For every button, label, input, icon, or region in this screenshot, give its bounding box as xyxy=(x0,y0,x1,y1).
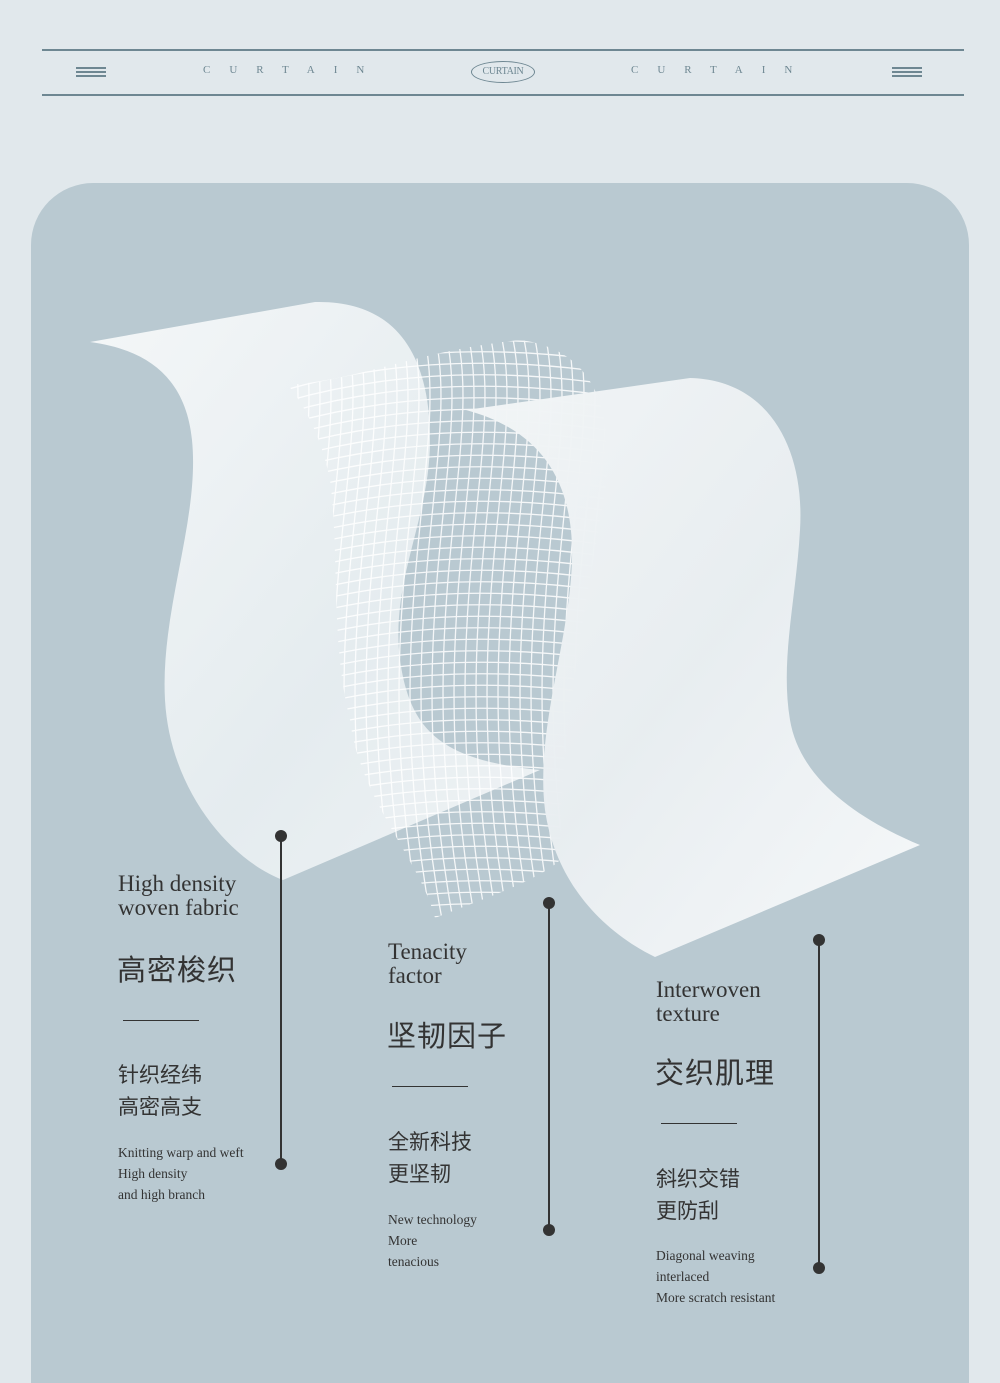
feature-1-divider xyxy=(123,1020,199,1021)
feature-1-zh-title: 高密梭织 xyxy=(117,953,238,987)
fabric-sheet-left xyxy=(90,301,540,881)
feature-2-zh-sub-line2: 更坚韧 xyxy=(388,1162,451,1186)
feature-1-en-desc: Knitting warp and weft High density and … xyxy=(118,1142,244,1205)
feature-1-zh-sub-line1: 针织经纬 xyxy=(118,1063,202,1087)
feature-2-zh-sub: 全新科技 更坚韧 xyxy=(388,1126,472,1190)
feature-2-divider xyxy=(392,1086,468,1087)
feature-2-en-desc-line2: More xyxy=(388,1233,418,1248)
feature-1-pointer-dot-bottom xyxy=(275,1158,287,1170)
header-top-rule xyxy=(42,49,964,51)
menu-lines-icon[interactable] xyxy=(892,67,922,78)
feature-2-en-title-line2: factor xyxy=(388,963,442,988)
feature-1-en-title: High density woven fabric xyxy=(118,872,239,920)
feature-3-en-title-line2: texture xyxy=(656,1001,720,1026)
feature-3-zh-sub: 斜织交错 更防刮 xyxy=(656,1163,740,1227)
feature-3-pointer-dot-bottom xyxy=(813,1262,825,1274)
menu-lines-icon[interactable] xyxy=(76,67,106,78)
fabric-sheet-right xyxy=(466,378,920,957)
feature-3-pointer-line xyxy=(818,940,820,1268)
feature-2-pointer-dot-top xyxy=(543,897,555,909)
header-badge: CURTAIN xyxy=(471,61,535,83)
feature-2-en-desc: New technology More tenacious xyxy=(388,1209,477,1272)
fabric-layers-illustration xyxy=(90,301,920,957)
feature-3-en-desc-line3: More scratch resistant xyxy=(656,1290,776,1305)
feature-1-pointer-dot-top xyxy=(275,830,287,842)
header-left-text: CURTAIN xyxy=(203,64,384,76)
feature-1-en-title-line2: woven fabric xyxy=(118,895,239,920)
feature-2-en-desc-line3: tenacious xyxy=(388,1254,439,1269)
header-bottom-rule xyxy=(42,94,964,96)
feature-2-pointer-line xyxy=(548,903,550,1231)
feature-3-en-desc-line2: interlaced xyxy=(656,1269,710,1284)
feature-3-en-desc-line1: Diagonal weaving xyxy=(656,1248,755,1263)
feature-2-en-title: Tenacity factor xyxy=(388,940,467,988)
feature-3-zh-title: 交织肌理 xyxy=(655,1056,776,1090)
feature-3-zh-sub-line1: 斜织交错 xyxy=(656,1167,740,1191)
feature-2-zh-title: 坚韧因子 xyxy=(387,1019,508,1053)
feature-2-en-desc-line1: New technology xyxy=(388,1212,477,1227)
feature-3-zh-sub-line2: 更防刮 xyxy=(656,1199,719,1223)
feature-1-zh-sub-line2: 高密高支 xyxy=(118,1095,202,1119)
feature-3-pointer-dot-top xyxy=(813,934,825,946)
feature-2-en-title-line1: Tenacity xyxy=(388,939,467,964)
feature-3-en-title: Interwoven texture xyxy=(656,978,761,1026)
feature-2-pointer-dot-bottom xyxy=(543,1224,555,1236)
feature-1-zh-sub: 针织经纬 高密高支 xyxy=(118,1059,202,1123)
feature-3-en-desc: Diagonal weaving interlaced More scratch… xyxy=(656,1245,775,1308)
header-right-text: CURTAIN xyxy=(631,64,812,76)
feature-1-en-desc-line3: and high branch xyxy=(118,1187,205,1202)
feature-1-pointer-line xyxy=(280,836,282,1164)
feature-1-en-desc-line1: Knitting warp and weft xyxy=(118,1145,244,1160)
feature-3-en-title-line1: Interwoven xyxy=(656,977,761,1002)
feature-2-zh-sub-line1: 全新科技 xyxy=(388,1130,472,1154)
feature-1-en-title-line1: High density xyxy=(118,871,237,896)
feature-1-en-desc-line2: High density xyxy=(118,1166,188,1181)
feature-3-divider xyxy=(661,1123,737,1124)
